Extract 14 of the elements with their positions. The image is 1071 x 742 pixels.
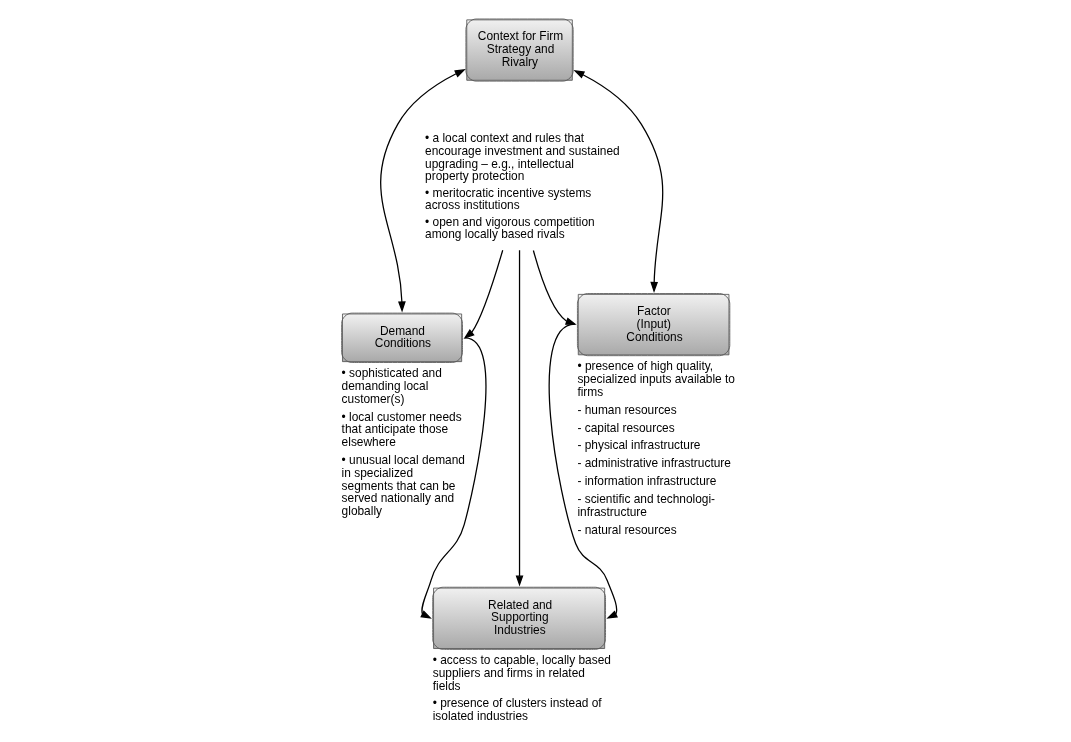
node-label: • unusual local demand in specialized segments that can be served nationally and globally bbox=[341, 452, 465, 519]
node-label: - human resources bbox=[577, 402, 677, 417]
node-label: - information infrastructure bbox=[577, 474, 717, 489]
node-label: - natural resources bbox=[577, 522, 677, 537]
node-label: • presence of clusters instead of isolated industries bbox=[432, 696, 602, 724]
node-label: - scientific and technologi- infrastructure bbox=[577, 492, 716, 519]
node-label: - capital resources bbox=[577, 420, 675, 435]
node-label: • presence of high quality, specialized inputs available to firms bbox=[577, 359, 735, 399]
node-label: • local customer needs that anticipate those elsewhere bbox=[341, 409, 462, 450]
node-label: - physical infrastructure bbox=[577, 438, 701, 453]
node-label: • access to capable, locally based suppliers and firms in related fields bbox=[432, 653, 611, 693]
node-text: • a local context and rules that encourage investment and sustained upgrading – e.g., intellectual property protection • meritocratic incentive systems across institutions • open and vigorous competition among locally based rivals bbox=[425, 131, 620, 242]
node-label: - administrative infrastructure bbox=[577, 456, 731, 471]
node-label: • sophisticated and demanding local customer(s) bbox=[341, 366, 442, 406]
